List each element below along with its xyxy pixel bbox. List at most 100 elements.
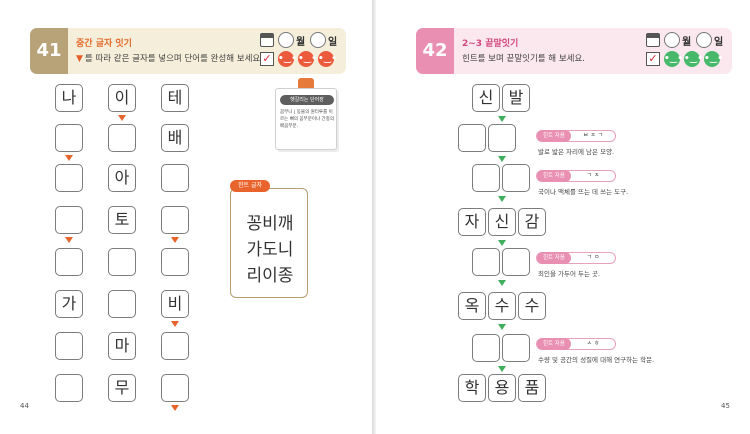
- down-arrow-icon: [498, 196, 506, 202]
- letter-cell: 마: [108, 332, 136, 360]
- letter-cell: 수: [518, 292, 546, 320]
- hint-row: 리이종: [246, 266, 294, 286]
- hint-label: 힌트 자음: [537, 338, 571, 350]
- letter-cell: 신: [488, 208, 516, 236]
- hint-pill: 힌트 자음 ㄱ ㅈ: [536, 170, 616, 182]
- down-arrow-icon: [171, 405, 179, 411]
- face-icon[interactable]: •‿•: [664, 51, 683, 67]
- letter-cell: 품: [518, 374, 546, 402]
- letter-cell: 가: [55, 290, 83, 318]
- blank-cell[interactable]: [55, 206, 83, 234]
- calendar-icon: [646, 33, 660, 47]
- day-circle[interactable]: [310, 32, 326, 48]
- blank-cell[interactable]: [161, 248, 189, 276]
- hint-tag: 힌트 글자: [230, 180, 270, 192]
- hint-pill: 힌트 자음 ㅅ ㅎ: [536, 338, 616, 350]
- book-gutter: [372, 0, 376, 434]
- right-page: 42 2~3 끝말잇기 힌트를 보며 끝말잇기를 해 보세요. 월 일 ✓ •‿…: [376, 0, 750, 434]
- hint-row: 가도니: [246, 240, 294, 260]
- letter-cell: 수: [488, 292, 516, 320]
- day-circle[interactable]: [696, 32, 712, 48]
- down-arrow-icon: [65, 155, 73, 161]
- hint-consonants: ㅂ ㅈ ㄱ: [582, 132, 604, 139]
- blank-cell[interactable]: [458, 124, 486, 152]
- check-icon[interactable]: ✓: [260, 52, 274, 66]
- blank-cell[interactable]: [161, 374, 189, 402]
- month-circle[interactable]: [278, 32, 294, 48]
- activity-title: 중간 글자 잇기: [76, 39, 132, 49]
- hint-description: 수량 및 공간의 성질에 대해 연구하는 학문.: [538, 356, 655, 364]
- blank-cell[interactable]: [472, 164, 500, 192]
- hint-consonants: ㅅ ㅎ: [586, 340, 600, 347]
- blank-cell[interactable]: [472, 334, 500, 362]
- letter-cell: 배: [161, 124, 189, 152]
- letter-cell: 나: [55, 84, 83, 112]
- memo-clip: [298, 78, 314, 90]
- blank-cell[interactable]: [472, 248, 500, 276]
- face-icon[interactable]: •‿•: [278, 51, 297, 67]
- down-arrow-icon: [65, 237, 73, 243]
- page-number: 45: [721, 402, 730, 410]
- hint-letters-box: 꽁비깨 가도니 리이종: [230, 188, 308, 298]
- hint-label: 힌트 자음: [537, 252, 571, 264]
- vocab-memo: 헷갈리는 단어장 꼼부니 | 동물의 원터루를 이르는 뼈의 꼼부분이나 간종의…: [275, 88, 337, 150]
- blank-cell[interactable]: [502, 334, 530, 362]
- letter-cell: 용: [488, 374, 516, 402]
- down-arrow-icon: ▼: [76, 54, 83, 64]
- hint-label: 힌트 자음: [537, 170, 571, 182]
- calendar-icon: [260, 33, 274, 47]
- down-arrow-icon: [118, 115, 126, 121]
- hint-consonants: ㄱ ㅈ: [586, 172, 600, 179]
- down-arrow-icon: [498, 280, 506, 286]
- hint-description: 죄인을 가두어 두는 곳.: [538, 270, 601, 278]
- page-number: 44: [20, 402, 29, 410]
- blank-cell[interactable]: [55, 332, 83, 360]
- blank-cell[interactable]: [55, 248, 83, 276]
- month-label: 월: [682, 37, 692, 48]
- letter-cell: 이: [108, 84, 136, 112]
- face-icon[interactable]: •‿•: [684, 51, 703, 67]
- blank-cell[interactable]: [502, 248, 530, 276]
- letter-cell: 아: [108, 164, 136, 192]
- letter-cell: 신: [472, 84, 500, 112]
- hint-row: 꽁비깨: [246, 214, 294, 234]
- blank-cell[interactable]: [55, 164, 83, 192]
- letter-cell: 옥: [458, 292, 486, 320]
- face-icon[interactable]: •‿•: [704, 51, 723, 67]
- memo-title: 헷갈리는 단어장: [280, 95, 334, 105]
- month-circle[interactable]: [664, 32, 680, 48]
- month-label: 월: [296, 37, 306, 48]
- blank-cell[interactable]: [161, 206, 189, 234]
- face-icon[interactable]: •‿•: [298, 51, 317, 67]
- down-arrow-icon: [498, 366, 506, 372]
- down-arrow-icon: [498, 240, 506, 246]
- activity-number: 42: [416, 28, 454, 74]
- hint-description: 국이나 액체를 뜨는 데 쓰는 도구.: [538, 188, 629, 196]
- blank-cell[interactable]: [161, 164, 189, 192]
- hint-description: 발로 밟은 자리에 남은 모양.: [538, 148, 615, 156]
- down-arrow-icon: [171, 321, 179, 327]
- activity-number: 41: [30, 28, 68, 74]
- hint-consonants: ㄱ ㅇ: [586, 254, 600, 261]
- blank-cell[interactable]: [108, 124, 136, 152]
- memo-text: 꼼부니 | 동물의 원터루를 이르는 뼈의 꼼부분이나 간종의 배꼼부분.: [280, 110, 334, 129]
- letter-cell: 테: [161, 84, 189, 112]
- blank-cell[interactable]: [502, 164, 530, 192]
- hint-label: 힌트 자음: [537, 130, 571, 142]
- blank-cell[interactable]: [108, 290, 136, 318]
- down-arrow-icon: [171, 237, 179, 243]
- letter-cell: 비: [161, 290, 189, 318]
- day-label: 일: [714, 37, 724, 48]
- blank-cell[interactable]: [161, 332, 189, 360]
- blank-cell[interactable]: [108, 248, 136, 276]
- blank-cell[interactable]: [488, 124, 516, 152]
- letter-cell: 무: [108, 374, 136, 402]
- check-icon[interactable]: ✓: [646, 52, 660, 66]
- left-header: 41 중간 글자 잇기 ▼를 따라 같은 글자를 넣으며 단어를 완성해 보세요…: [30, 28, 346, 74]
- face-icon[interactable]: •‿•: [318, 51, 337, 67]
- blank-cell[interactable]: [55, 374, 83, 402]
- blank-cell[interactable]: [55, 124, 83, 152]
- letter-cell: 발: [502, 84, 530, 112]
- activity-title: 2~3 끝말잇기: [462, 39, 519, 49]
